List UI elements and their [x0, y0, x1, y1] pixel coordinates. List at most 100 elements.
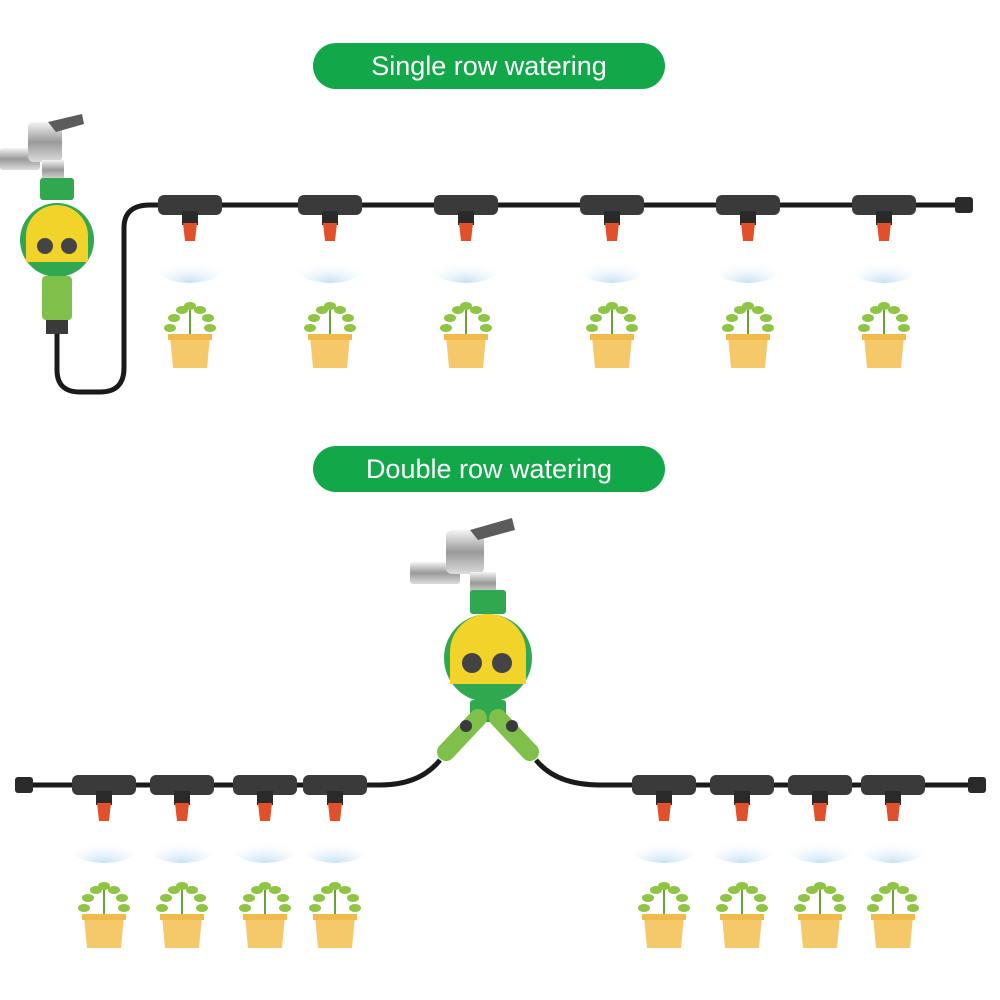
dripper-with-plant — [432, 195, 500, 368]
dripper-with-plant — [708, 775, 776, 948]
tee-fitting — [298, 195, 362, 215]
plant-icon — [309, 882, 361, 916]
spray-icon — [156, 251, 224, 283]
double-row-title: Double row watering — [313, 446, 665, 492]
nozzle-icon — [741, 223, 755, 241]
spray-icon — [432, 251, 500, 283]
nozzle-icon — [258, 803, 272, 821]
plant-icon — [304, 302, 356, 336]
tee-fitting — [150, 775, 214, 795]
pot-icon — [722, 916, 762, 948]
dripper-with-plant — [70, 775, 138, 948]
spray-icon — [708, 831, 776, 863]
plant-icon — [164, 302, 216, 336]
nozzle-icon — [459, 223, 473, 241]
nozzle-icon — [886, 803, 900, 821]
pot-icon — [644, 916, 684, 948]
drip-pipe-left — [20, 758, 442, 788]
nozzle-icon — [877, 223, 891, 241]
plant-icon — [440, 302, 492, 336]
dripper-with-plant — [786, 775, 854, 948]
nozzle-icon — [97, 803, 111, 821]
dripper-with-plant — [714, 195, 782, 368]
plant-icon — [858, 302, 910, 336]
dripper-with-plant — [630, 775, 698, 948]
single-row-title: Single row watering — [313, 43, 665, 89]
tee-fitting — [233, 775, 297, 795]
spray-icon — [630, 831, 698, 863]
nozzle-icon — [328, 803, 342, 821]
plant-icon — [586, 302, 638, 336]
single-row-system — [0, 114, 973, 395]
pot-icon — [446, 336, 486, 368]
faucet-icon — [0, 114, 84, 180]
spray-icon — [70, 831, 138, 863]
dripper-with-plant — [148, 775, 216, 948]
faucet-icon — [410, 518, 515, 594]
drip-pipe-right — [534, 758, 985, 788]
plant-icon — [716, 882, 768, 916]
pot-icon — [245, 916, 285, 948]
spray-icon — [859, 831, 927, 863]
plant-icon — [867, 882, 919, 916]
spray-icon — [786, 831, 854, 863]
tee-fitting — [158, 195, 222, 215]
dripper-with-plant — [296, 195, 364, 368]
pot-icon — [728, 336, 768, 368]
dripper-with-plant — [301, 775, 369, 948]
spray-icon — [714, 251, 782, 283]
plant-icon — [156, 882, 208, 916]
end-plug — [955, 197, 973, 213]
water-timer-icon — [20, 178, 94, 334]
plant-icon — [239, 882, 291, 916]
nozzle-icon — [657, 803, 671, 821]
spray-icon — [231, 831, 299, 863]
end-plug — [15, 777, 33, 793]
double-row-emitters — [70, 775, 927, 948]
nozzle-icon — [735, 803, 749, 821]
tee-fitting — [716, 195, 780, 215]
double-row-system — [15, 518, 986, 948]
tee-fitting — [861, 775, 925, 795]
dripper-with-plant — [231, 775, 299, 948]
plant-icon — [722, 302, 774, 336]
nozzle-icon — [323, 223, 337, 241]
spray-icon — [148, 831, 216, 863]
pot-icon — [84, 916, 124, 948]
pot-icon — [162, 916, 202, 948]
y-splitter-icon — [437, 709, 539, 761]
drip-pipe — [54, 202, 970, 395]
tee-fitting — [72, 775, 136, 795]
tee-fitting — [434, 195, 498, 215]
pot-icon — [864, 336, 904, 368]
tee-fitting — [303, 775, 367, 795]
pot-icon — [592, 336, 632, 368]
dripper-with-plant — [859, 775, 927, 948]
tee-fitting — [580, 195, 644, 215]
nozzle-icon — [183, 223, 197, 241]
tee-fitting — [632, 775, 696, 795]
plant-icon — [78, 882, 130, 916]
plant-icon — [638, 882, 690, 916]
pot-icon — [873, 916, 913, 948]
spray-icon — [578, 251, 646, 283]
spray-icon — [301, 831, 369, 863]
spray-icon — [850, 251, 918, 283]
nozzle-icon — [813, 803, 827, 821]
pot-icon — [170, 336, 210, 368]
water-timer-icon — [444, 590, 532, 722]
single-row-emitters — [156, 195, 918, 368]
dripper-with-plant — [156, 195, 224, 368]
end-plug — [968, 777, 986, 793]
tee-fitting — [852, 195, 916, 215]
plant-icon — [794, 882, 846, 916]
nozzle-icon — [175, 803, 189, 821]
tee-fitting — [788, 775, 852, 795]
nozzle-icon — [605, 223, 619, 241]
tee-fitting — [710, 775, 774, 795]
spray-icon — [296, 251, 364, 283]
pot-icon — [315, 916, 355, 948]
dripper-with-plant — [850, 195, 918, 368]
